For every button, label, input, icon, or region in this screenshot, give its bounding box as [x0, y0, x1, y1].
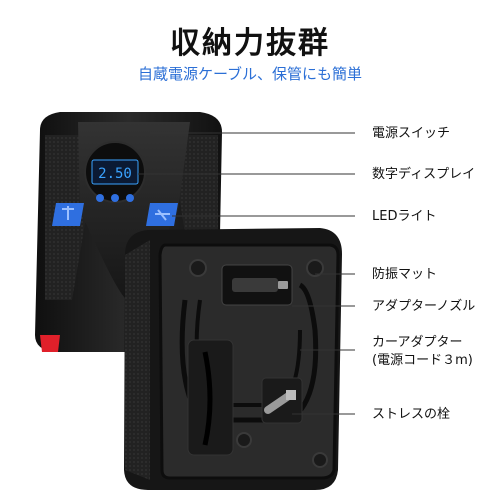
callout-leader-lines [138, 132, 355, 415]
callout-car-adapter-line2: (電源コード３m) [372, 353, 473, 368]
callout-adapter-nozzle: アダプターノズル [372, 299, 476, 314]
unit-button [111, 194, 119, 202]
compressor-back-view [124, 228, 342, 490]
callout-valve-stem: ストレスの栓 [372, 407, 451, 422]
minus-button [96, 194, 104, 202]
callout-digital-display: 数字ディスプレイ [372, 167, 476, 182]
digital-display-reading: 2.50 [98, 166, 132, 182]
red-accent [40, 335, 60, 352]
callout-car-adapter-line1: カーアダプター [372, 335, 463, 350]
callout-anti-vibration-mat: 防振マット [372, 267, 438, 282]
callout-car-adapter: カーアダプター (電源コード３m) [372, 334, 473, 370]
plus-button [126, 194, 134, 202]
callout-power-switch: 電源スイッチ [372, 126, 451, 141]
page-subtitle: 自蔵電源ケーブル、保管にも簡単 [137, 65, 363, 83]
page-title: 収納力抜群 [170, 26, 330, 61]
callout-led-light: LEDライト [372, 209, 437, 224]
